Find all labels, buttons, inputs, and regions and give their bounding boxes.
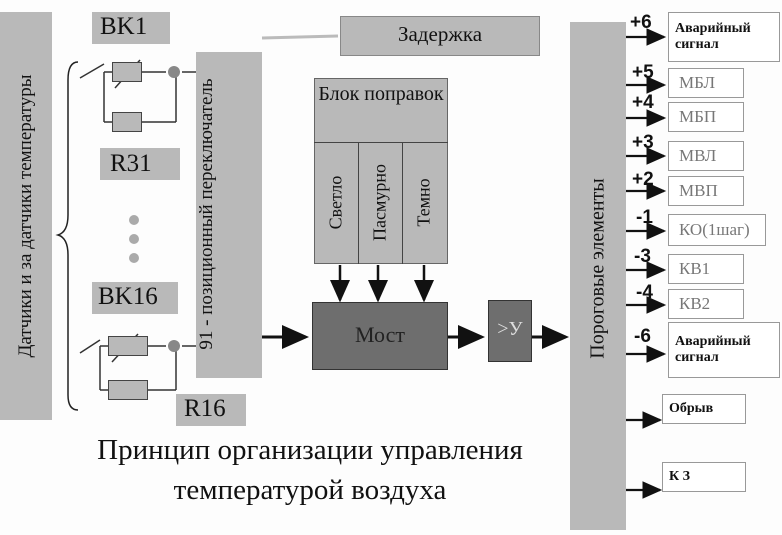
bridge-label: Мост bbox=[355, 322, 405, 347]
output-label: МВЛ bbox=[668, 141, 744, 171]
output-label: КО(1шаг) bbox=[668, 214, 766, 246]
bk1-node bbox=[168, 66, 180, 78]
output-label: Аварийный сигнал bbox=[668, 12, 780, 62]
output-arrows bbox=[626, 28, 667, 499]
bk16-sensor bbox=[108, 336, 148, 356]
delay-hook bbox=[261, 34, 339, 40]
output-num: -1 bbox=[636, 207, 653, 228]
bk1-label: BK1 bbox=[100, 13, 148, 40]
correction-title: Блок поправок bbox=[318, 83, 444, 105]
bk1-label-bg bbox=[92, 12, 170, 44]
sensor-brace bbox=[55, 61, 79, 411]
output-label-short: К З bbox=[662, 462, 746, 492]
threshold-block bbox=[570, 22, 626, 530]
bridge-block bbox=[312, 302, 448, 370]
bk16-node bbox=[168, 340, 180, 352]
bk16-label-bg bbox=[92, 282, 178, 314]
bk16-resistor bbox=[108, 380, 148, 400]
output-num: +6 bbox=[630, 12, 652, 33]
output-label: КВ1 bbox=[668, 254, 744, 284]
output-label: МВП bbox=[668, 176, 744, 206]
correction-col-dark: Темно bbox=[413, 178, 434, 227]
sensors-side-label: Датчики и за датчики температуры bbox=[15, 74, 36, 358]
r31-label-bg bbox=[100, 148, 180, 180]
output-label: МБЛ bbox=[668, 68, 744, 98]
correction-col-divider bbox=[402, 142, 403, 264]
delay-block bbox=[340, 16, 540, 56]
delay-label: Задержка bbox=[397, 22, 483, 46]
amp-label: >У bbox=[497, 318, 523, 340]
caption-line-2: температурой воздуха bbox=[173, 474, 447, 506]
output-num: +2 bbox=[632, 169, 654, 190]
switch-label: 91 - позиционный переключатель bbox=[196, 78, 217, 350]
output-label-break: Обрыв bbox=[662, 394, 746, 424]
output-num: +3 bbox=[632, 132, 654, 153]
correction-col-light: Светло bbox=[325, 175, 346, 230]
bk16-label: BK16 bbox=[98, 283, 158, 310]
output-label: МБП bbox=[668, 102, 744, 132]
output-num: -6 bbox=[634, 326, 651, 347]
correction-col-divider bbox=[358, 142, 359, 264]
bk1-resistor bbox=[112, 112, 142, 132]
output-num: -4 bbox=[636, 282, 653, 303]
output-num: +5 bbox=[632, 62, 654, 83]
ellipsis-dot bbox=[129, 215, 139, 225]
bk1-sensor bbox=[112, 62, 142, 82]
ellipsis-dot bbox=[129, 253, 139, 263]
output-label: КВ2 bbox=[668, 289, 744, 319]
correction-divider bbox=[314, 142, 448, 143]
output-num: -3 bbox=[634, 246, 651, 267]
amp-block bbox=[488, 300, 532, 362]
correction-col-cloudy: Пасмурно bbox=[369, 164, 390, 242]
correction-block bbox=[314, 78, 448, 264]
caption-line-1: Принцип организации управления bbox=[97, 434, 523, 466]
sensors-band bbox=[0, 12, 52, 420]
threshold-label: Пороговые элементы bbox=[586, 178, 609, 359]
r31-label: R31 bbox=[110, 150, 152, 177]
output-label: Аварийный сигнал bbox=[668, 322, 780, 378]
ellipsis-dot bbox=[129, 234, 139, 244]
r16-label: R16 bbox=[184, 395, 226, 422]
output-num: +4 bbox=[632, 92, 654, 113]
r16-label-bg bbox=[176, 394, 246, 426]
switch-block bbox=[196, 52, 262, 378]
